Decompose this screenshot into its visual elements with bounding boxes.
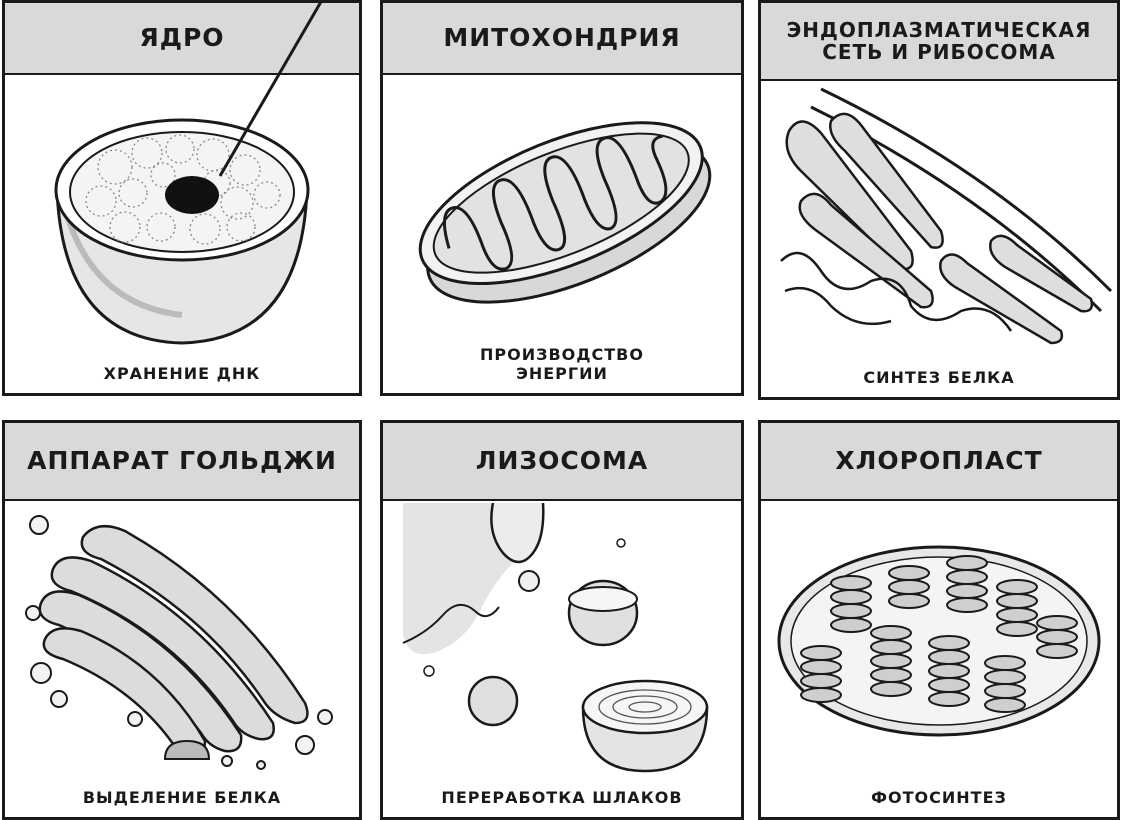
- panel-header: ЭНДОПЛАЗМАТИЧЕСКАЯ СЕТЬ И РИБОСОМА: [761, 3, 1117, 81]
- panel-header: ЛИЗОСОМА: [383, 423, 741, 501]
- panel-title: ЭНДОПЛАЗМАТИЧЕСКАЯ СЕТЬ И РИБОСОМА: [761, 19, 1117, 64]
- panel-header: МИТОХОНДРИЯ: [383, 3, 741, 75]
- panel-title: ЯДРО: [139, 24, 224, 52]
- panel-caption: ХРАНЕНИЕ ДНК: [5, 364, 359, 383]
- panel-header: ЯДРО: [5, 3, 359, 75]
- panel-lysosome: ЛИЗОСОМА ПЕРЕРАБОТКА ШЛАКОВ: [380, 420, 744, 820]
- panel-caption: ВЫДЕЛЕНИЕ БЕЛКА: [5, 788, 359, 807]
- panel-header: ХЛОРОПЛАСТ: [761, 423, 1117, 501]
- panel-golgi: АППАРАТ ГОЛЬДЖИ ВЫДЕЛЕНИЕ БЕЛКА: [2, 420, 362, 820]
- golgi-illustration: [5, 503, 359, 773]
- panel-title: МИТОХОНДРИЯ: [443, 24, 680, 52]
- er-ribosome-illustration: [761, 81, 1117, 361]
- panel-er-ribosome: ЭНДОПЛАЗМАТИЧЕСКАЯ СЕТЬ И РИБОСОМА СИНТЕ…: [758, 0, 1120, 400]
- panel-title: АППАРАТ ГОЛЬДЖИ: [27, 447, 337, 475]
- panel-header: АППАРАТ ГОЛЬДЖИ: [5, 423, 359, 501]
- panel-chloroplast: ХЛОРОПЛАСТ: [758, 420, 1120, 820]
- panel-caption: СИНТЕЗ БЕЛКА: [761, 368, 1117, 387]
- panel-caption: ПЕРЕРАБОТКА ШЛАКОВ: [383, 788, 741, 807]
- panel-caption: ФОТОСИНТЕЗ: [761, 788, 1117, 807]
- lysosome-illustration: [383, 503, 741, 773]
- panel-nucleus: ЯДРО ХРАНЕНИЕ ДНК: [2, 0, 362, 396]
- panel-caption: ПРОИЗВОДСТВО ЭНЕРГИИ: [443, 345, 681, 383]
- chloroplast-illustration: [761, 503, 1117, 773]
- panel-title: ЛИЗОСОМА: [476, 447, 649, 475]
- nucleus-illustration: [5, 75, 359, 365]
- panel-mitochondrion: МИТОХОНДРИЯ ПРОИЗВОДСТВО ЭНЕРГИИ: [380, 0, 744, 396]
- mitochondrion-illustration: [383, 75, 741, 335]
- panel-title: ХЛОРОПЛАСТ: [835, 447, 1042, 475]
